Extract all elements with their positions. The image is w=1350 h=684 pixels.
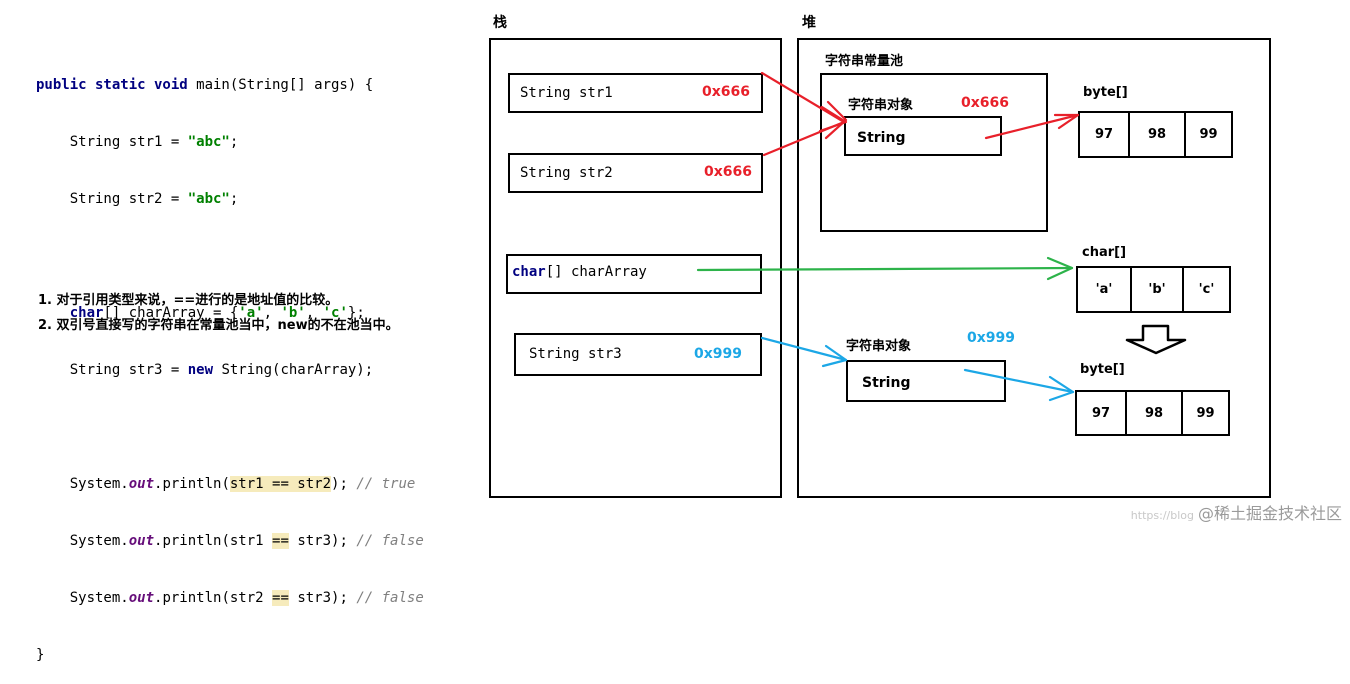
byte-array-1-cell: 97 (1094, 127, 1114, 142)
watermark: https://blog@稀土掘金技术社区 (1130, 504, 1342, 523)
byte-array-2-cell: 98 (1125, 392, 1181, 434)
arrow-str3-to-object (760, 336, 848, 362)
notes: 1. 对于引用类型来说，==进行的是地址值的比较。 2. 双引号直接写的字符串在… (38, 288, 399, 338)
stack-label: 栈 (493, 15, 507, 31)
chararray-name: char[] charArray (512, 264, 647, 280)
arrow-string-to-byte-2 (963, 368, 1075, 394)
byte-array-1-cell: 98 (1128, 113, 1184, 156)
char-array-cell: 'b' (1130, 268, 1182, 311)
code-line-println-3: System.out.println(str2 == str3); // fal… (36, 590, 424, 606)
char-array: 'a' 'b' 'c' (1076, 266, 1231, 313)
byte-array-2-cell: 97 (1091, 405, 1111, 421)
note-1: 1. 对于引用类型来说，==进行的是地址值的比较。 (38, 293, 339, 308)
note-2: 2. 双引号直接写的字符串在常量池当中，new的不在池当中。 (38, 318, 399, 333)
byte-array-1: 97 98 99 (1078, 111, 1233, 158)
byte-array-1-cell: 99 (1184, 113, 1231, 156)
char-array-cell: 'a' (1095, 282, 1113, 297)
stack-var-str2: String str2 0x666 (508, 153, 763, 193)
str2-addr: 0x666 (704, 164, 752, 180)
code-line-str3: String str3 = new String(charArray); (36, 362, 374, 378)
down-arrow-icon (1125, 324, 1187, 355)
char-array-cell: 'c' (1182, 268, 1229, 311)
byte-array-1-label: byte[] (1083, 85, 1128, 100)
stack-var-str1: String str1 0x666 (508, 73, 763, 113)
pool-object-addr: 0x666 (961, 95, 1009, 111)
code-line-str2: String str2 = "abc"; (36, 191, 239, 207)
code-line-println-1: System.out.println(str1 == str2); // tru… (36, 476, 416, 492)
heap-string-label: String (862, 375, 911, 391)
str1-name: String str1 (520, 85, 613, 101)
heap-label: 堆 (802, 15, 816, 31)
str3-name: String str3 (529, 346, 622, 362)
heap-string-object: String (846, 360, 1006, 402)
pool-string-object: String (844, 116, 1002, 156)
arrow-str1-to-pool (760, 71, 846, 124)
green-arrow (696, 256, 1074, 281)
code-line-str1: String str1 = "abc"; (36, 134, 239, 150)
heap-object-addr: 0x999 (967, 330, 1015, 346)
arrow-chararray-to-char (696, 266, 1074, 272)
code-line-close: } (36, 647, 45, 663)
char-array-label: char[] (1082, 245, 1127, 260)
code-line-println-2: System.out.println(str1 == str3); // fal… (36, 533, 424, 549)
reference-arrows (696, 71, 1187, 402)
str2-name: String str2 (520, 165, 613, 181)
code-line-chararray: char[] charArray = {'a', 'b', 'c'}; (69, 305, 365, 321)
arrowhead-object (821, 344, 848, 368)
heap-object-label: 字符串对象 (846, 339, 912, 354)
code-line-signature: public static void main(String[] args) { (36, 77, 374, 93)
arrow-string-to-byte (984, 113, 1080, 140)
str3-addr: 0x999 (694, 346, 742, 362)
string-pool-label: 字符串常量池 (825, 54, 904, 69)
blue-arrows (760, 336, 1075, 402)
byte-array-2-cell: 99 (1181, 392, 1228, 434)
stack-var-chararray: char[] charArray (506, 254, 762, 294)
red-arrows (760, 71, 1080, 157)
arrowhead-byte-1 (1053, 113, 1080, 130)
arrowhead-pool-2 (824, 100, 848, 140)
arrowhead-char (1046, 256, 1074, 281)
byte-array-2: 97 98 99 (1075, 390, 1230, 436)
pool-string-label: String (857, 130, 906, 146)
stack-var-str3: String str3 0x999 (514, 333, 762, 376)
arrowhead-byte-2 (1048, 375, 1075, 402)
byte-array-2-label: byte[] (1080, 362, 1125, 377)
pool-object-label: 字符串对象 (848, 98, 914, 113)
str1-addr: 0x666 (702, 84, 750, 100)
arrowhead-pool-1 (818, 105, 848, 133)
